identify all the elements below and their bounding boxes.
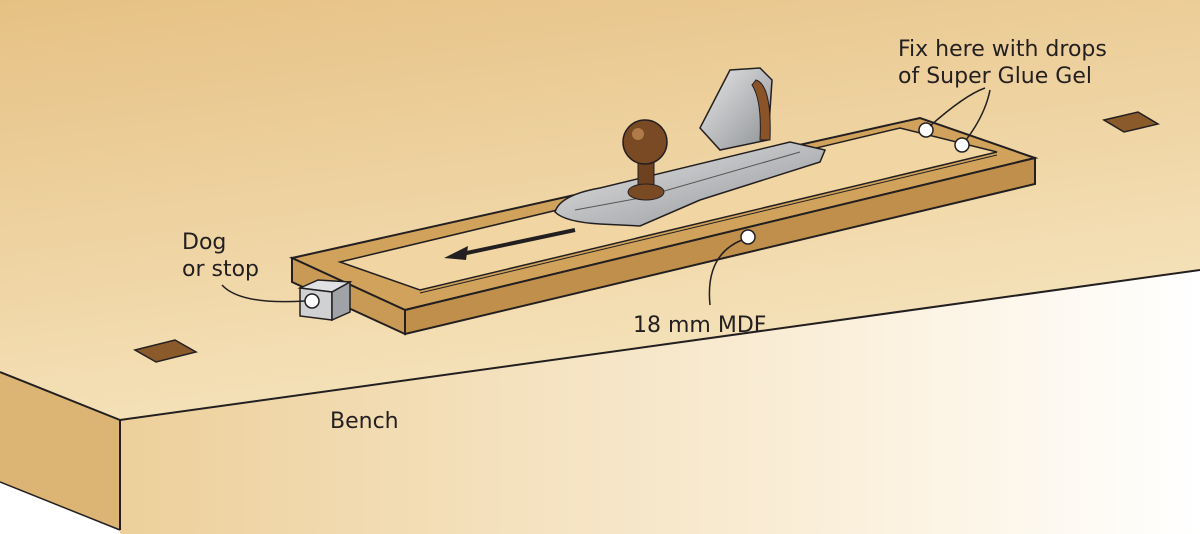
dog-marker-dot [304, 293, 320, 309]
bench-dog-hole-left [133, 339, 198, 363]
mdf-label: 18 mm MDF [633, 313, 766, 338]
glue-label-line1: Fix here with drops [898, 37, 1107, 62]
mdf-marker-dot [740, 229, 756, 245]
dog-label-line2: or stop [182, 257, 259, 282]
dog-leader-line [221, 284, 306, 303]
glue-dot [918, 122, 934, 138]
bench-front-face [120, 270, 1200, 534]
mdf-leader-line [708, 239, 743, 306]
glue-label-line2: of Super Glue Gel [898, 64, 1092, 89]
plane-knob [622, 119, 668, 165]
direction-arrow [444, 228, 576, 260]
glue-dot [954, 137, 970, 153]
bench-dog [297, 279, 353, 322]
dog-label-line1: Dog [182, 230, 226, 255]
hand-plane [554, 67, 827, 227]
bench-dog-hole-right [1102, 111, 1160, 133]
bench-label: Bench [330, 409, 399, 434]
bench-end-face [0, 372, 120, 530]
glue-leader-line [929, 87, 991, 141]
